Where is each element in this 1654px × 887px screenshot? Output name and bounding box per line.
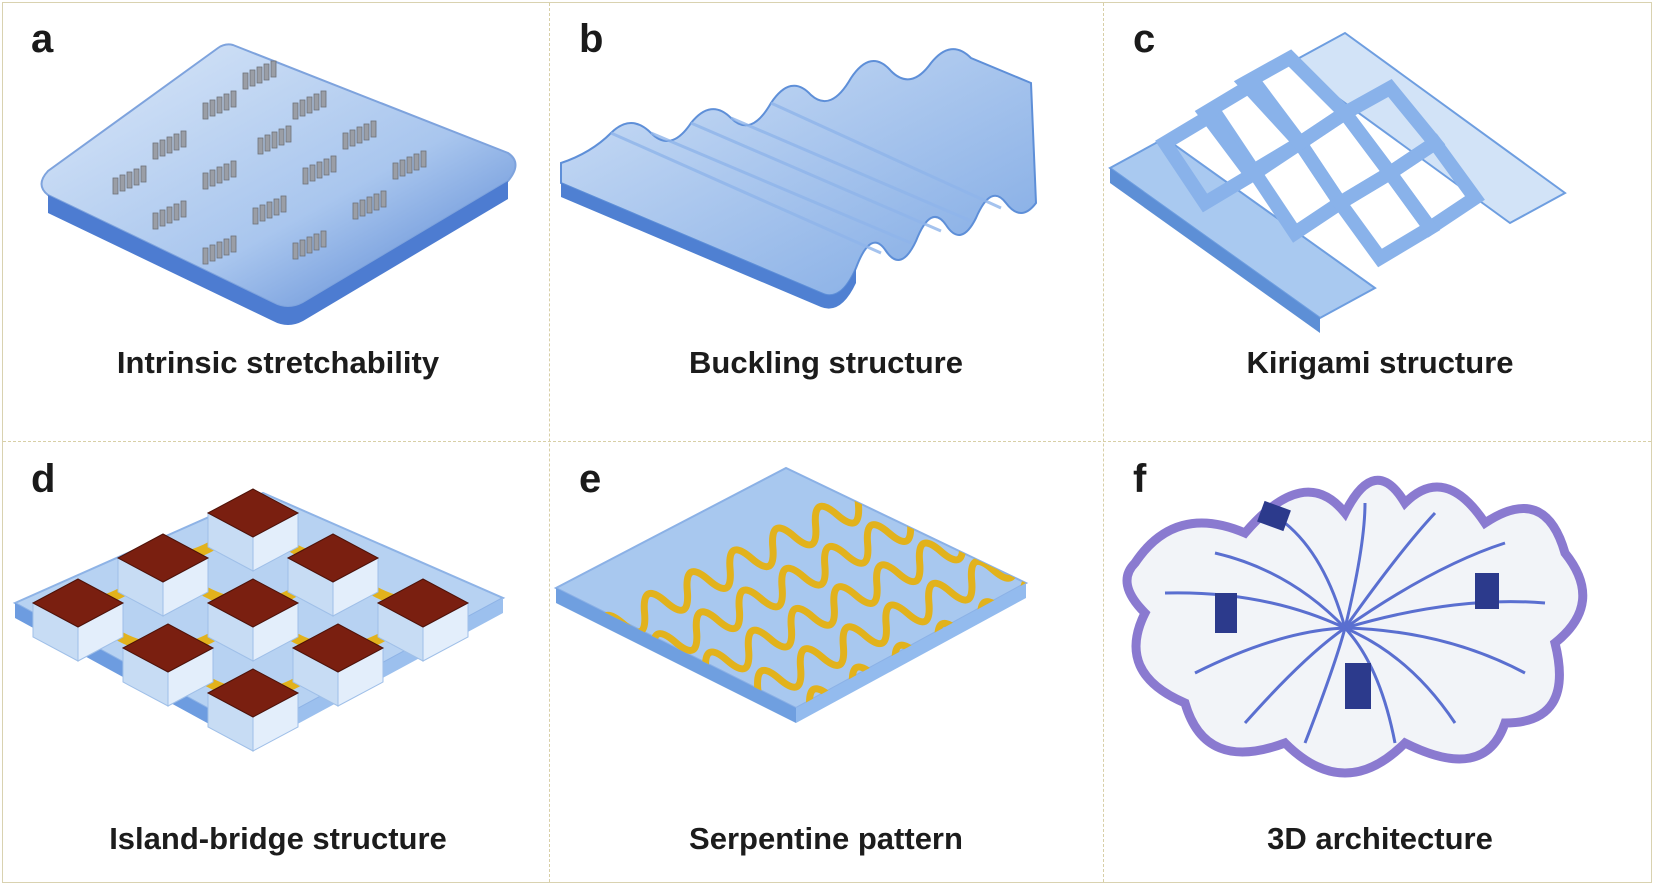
- panel-a: a Intrinsic stretchability: [3, 3, 553, 443]
- panel-c: c Kirigami structure: [1105, 3, 1654, 443]
- panel-caption: Serpentine pattern: [689, 821, 963, 856]
- panel-caption: Kirigami structure: [1246, 345, 1514, 380]
- panel-d: d Island-bridge structure: [3, 443, 553, 883]
- panel-caption: 3D architecture: [1267, 821, 1493, 856]
- row-divider: [3, 441, 1651, 442]
- kirigami-lattice-illustration: [1108, 31, 1567, 333]
- panel-caption: Buckling structure: [689, 345, 963, 380]
- serpentine-traces-illustration: [553, 466, 1029, 723]
- polymer-network-film-illustration: [40, 43, 517, 325]
- column-divider: [1103, 3, 1104, 882]
- panel-e: e Serpentine pattern: [551, 443, 1101, 883]
- panel-letter: d: [31, 457, 56, 501]
- 3d-ribbon-structure-illustration: [1122, 475, 1588, 778]
- panel-letter: c: [1133, 17, 1156, 61]
- panel-b: b Buckling structure: [551, 3, 1101, 443]
- island-bridge-array-illustration: [12, 488, 506, 752]
- column-divider: [549, 3, 550, 882]
- panel-letter: a: [31, 17, 54, 61]
- wavy-buckled-film-illustration: [560, 48, 1038, 309]
- panel-f: f 3D architecture: [1105, 443, 1654, 883]
- panel-caption: Island-bridge structure: [109, 821, 447, 856]
- panel-letter: b: [579, 17, 604, 61]
- panel-letter: f: [1133, 457, 1147, 501]
- panel-caption: Intrinsic stretchability: [116, 345, 440, 380]
- panel-letter: e: [579, 457, 602, 501]
